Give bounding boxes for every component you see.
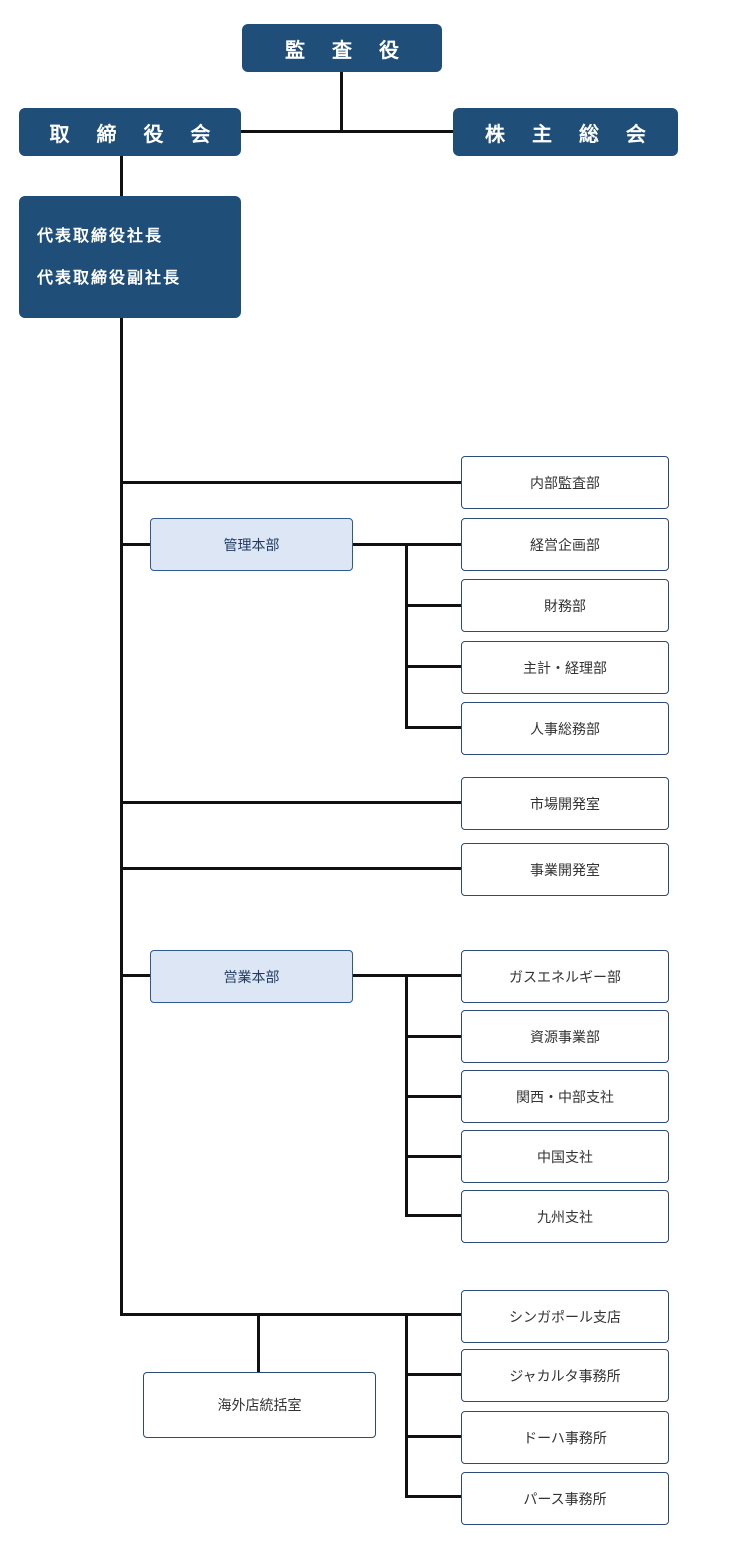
admin-dept: 主計・経理部 <box>461 641 669 694</box>
board-box: 取 締 役 会 <box>19 108 241 156</box>
connector-line <box>120 543 150 546</box>
sales-dept: 関西・中部支社 <box>461 1070 669 1123</box>
shareholders-box: 株 主 総 会 <box>453 108 678 156</box>
connector-line <box>405 604 461 607</box>
admin-dept: 人事総務部 <box>461 702 669 755</box>
connector-line <box>120 801 461 804</box>
sales-hq-box: 営業本部 <box>150 950 353 1003</box>
admin-dept: 経営企画部 <box>461 518 669 571</box>
dept-internal-audit: 内部監査部 <box>461 456 669 509</box>
vice-president-label: 代表取締役副社長 <box>37 268 182 287</box>
overseas-office: パース事務所 <box>461 1472 669 1525</box>
dept-business-dev: 事業開発室 <box>461 843 669 896</box>
connector-line <box>405 1373 461 1376</box>
connector-line <box>405 726 461 729</box>
connector-line <box>340 72 343 132</box>
connector-line <box>241 130 453 133</box>
president-box: 代表取締役社長 代表取締役副社長 <box>19 196 241 318</box>
connector-line <box>120 1313 461 1316</box>
sales-dept: 中国支社 <box>461 1130 669 1183</box>
overseas-office: シンガポール支店 <box>461 1290 669 1343</box>
dept-market-dev: 市場開発室 <box>461 777 669 830</box>
connector-line <box>405 1035 461 1038</box>
connector-line <box>405 1095 461 1098</box>
connector-line <box>120 481 461 484</box>
connector-line <box>405 665 461 668</box>
sales-dept: 九州支社 <box>461 1190 669 1243</box>
connector-line <box>120 974 150 977</box>
connector-line <box>120 318 123 1316</box>
overseas-office: ジャカルタ事務所 <box>461 1349 669 1402</box>
sales-dept: ガスエネルギー部 <box>461 950 669 1003</box>
president-label: 代表取締役社長 <box>37 226 164 245</box>
sales-dept: 資源事業部 <box>461 1010 669 1063</box>
auditor-box: 監 査 役 <box>242 24 442 72</box>
connector-line <box>257 1313 260 1372</box>
overseas-hq-box: 海外店統括室 <box>143 1372 376 1438</box>
connector-line <box>405 1435 461 1438</box>
admin-dept: 財務部 <box>461 579 669 632</box>
connector-line <box>120 156 123 196</box>
connector-line <box>120 867 461 870</box>
connector-line <box>405 1313 408 1498</box>
connector-line <box>405 1495 461 1498</box>
admin-hq-box: 管理本部 <box>150 518 353 571</box>
connector-line <box>405 1155 461 1158</box>
overseas-office: ドーハ事務所 <box>461 1411 669 1464</box>
connector-line <box>405 1214 461 1217</box>
connector-line <box>405 543 408 729</box>
